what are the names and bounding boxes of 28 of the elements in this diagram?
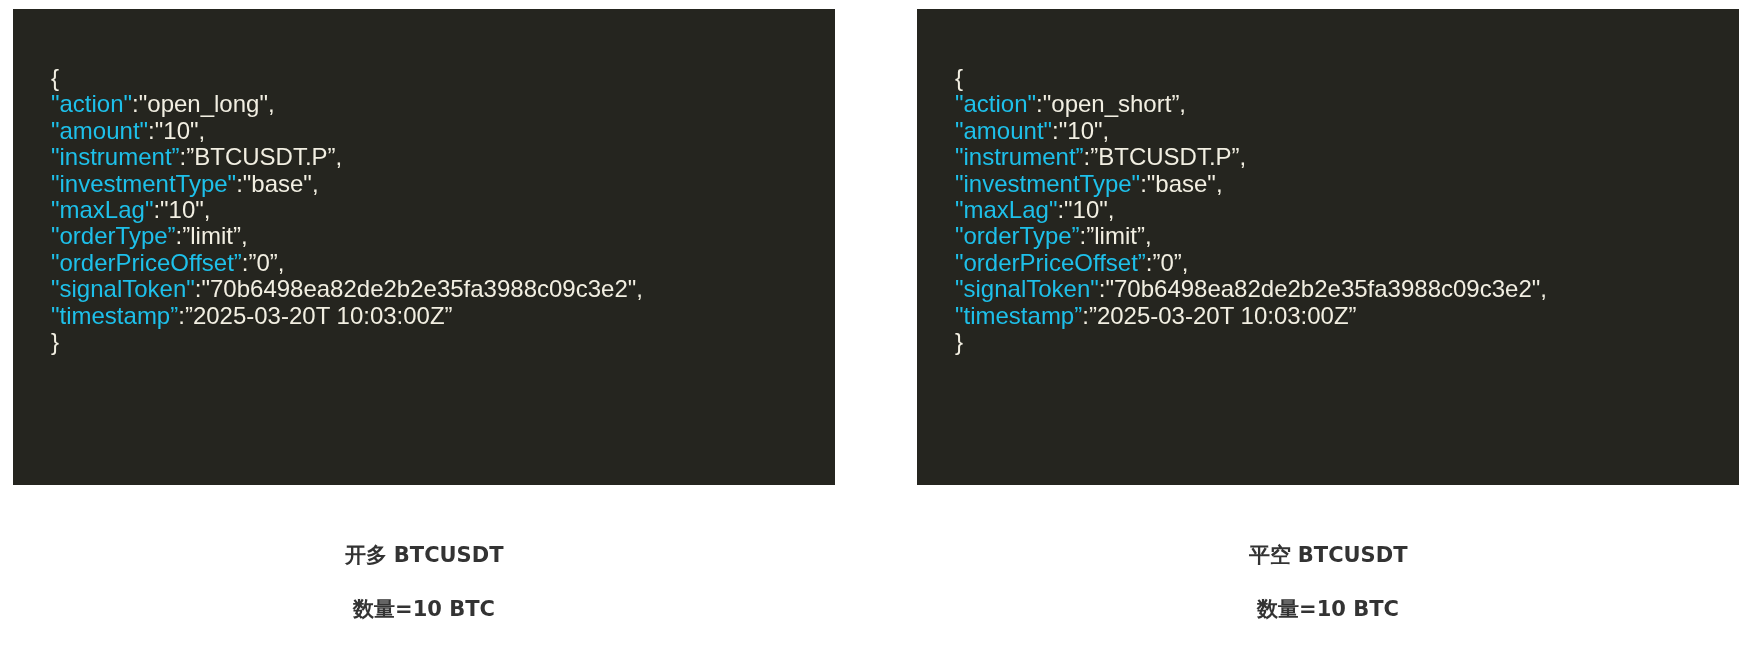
code-line: "signalToken":"70b6498ea82de2b2e35fa3988c09c3e2", [51,276,643,303]
code-line: "action":"open_short”, [955,91,1187,118]
code-line: "amount":"10", [51,117,206,145]
code-line: "investmentType":"base", [955,170,1223,198]
code-line: "instrument”:”BTCUSDT.P”, [955,144,1247,171]
node-label: 数量=10 BTC [353,596,495,623]
code-line: "orderPriceOffset”:”0”, [955,249,1189,277]
code-line: "orderType”:”limit”, [955,223,1152,250]
code-line: "orderPriceOffset”:”0”, [51,249,285,277]
node-label: 开多 BTCUSDT [344,542,504,569]
code-line: { [955,65,963,92]
code-line: "action":"open_long", [51,91,275,118]
code-line: "instrument”:”BTCUSDT.P”, [51,144,343,171]
code-panel [13,9,835,485]
code-line: "investmentType":"base", [51,170,319,198]
node-label: 平空 BTCUSDT [1248,542,1408,569]
code-line: { [51,65,59,92]
code-line: "orderType”:”limit”, [51,223,248,250]
code-panel [917,9,1739,485]
code-line: } [955,329,963,356]
node-label: 数量=10 BTC [1257,596,1399,623]
code-line: "maxLag":"10", [51,197,211,224]
code-line: "amount":"10", [955,117,1110,145]
code-line: "timestamp”:”2025-03-20T 10:03:00Z” [51,302,453,330]
code-line: "signalToken":"70b6498ea82de2b2e35fa3988c09c3e2", [955,276,1547,303]
code-line: "maxLag":"10", [955,197,1115,224]
code-line: "timestamp”:”2025-03-20T 10:03:00Z” [955,302,1357,330]
code-line: } [51,329,59,356]
